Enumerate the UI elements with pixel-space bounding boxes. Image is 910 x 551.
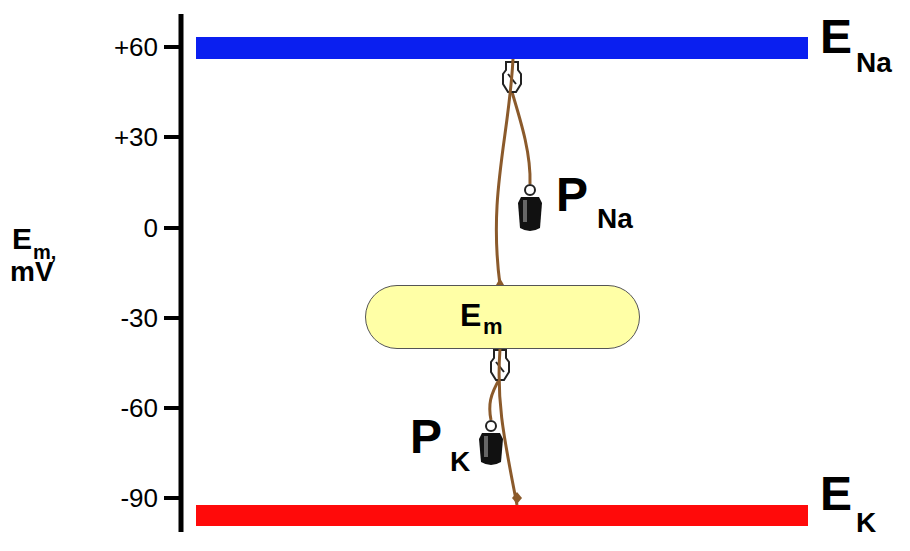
permeability-label: K <box>450 448 470 476</box>
axis-label: mV <box>10 258 54 286</box>
node-subscript: K <box>856 509 876 537</box>
tick-label: -60 <box>120 395 158 421</box>
potential-band: ENa <box>196 37 808 59</box>
node-subscript: m <box>483 316 503 338</box>
permeability-label: P <box>410 413 442 461</box>
permeability-label: Na <box>597 205 633 233</box>
tick-label: +30 <box>114 124 158 150</box>
node-label: E <box>460 299 481 331</box>
weight <box>518 185 542 231</box>
axis-line <box>179 14 184 532</box>
rope <box>496 59 513 285</box>
axis-label: E <box>12 224 32 254</box>
axis-ticks <box>164 47 181 498</box>
permeability-label: P <box>556 171 588 219</box>
rope <box>499 349 517 505</box>
membrane-potential-box: Em <box>365 285 640 349</box>
weight-rope <box>512 92 530 184</box>
weight <box>479 421 503 465</box>
node-subscript: Na <box>856 49 892 77</box>
node-label: E <box>820 470 852 518</box>
tick-label: -30 <box>120 305 158 331</box>
tick-label: 0 <box>144 215 158 241</box>
tick-label: -90 <box>120 485 158 511</box>
potential-band: EK <box>196 505 808 526</box>
tick-label: +60 <box>114 34 158 60</box>
node-label: E <box>820 13 852 61</box>
